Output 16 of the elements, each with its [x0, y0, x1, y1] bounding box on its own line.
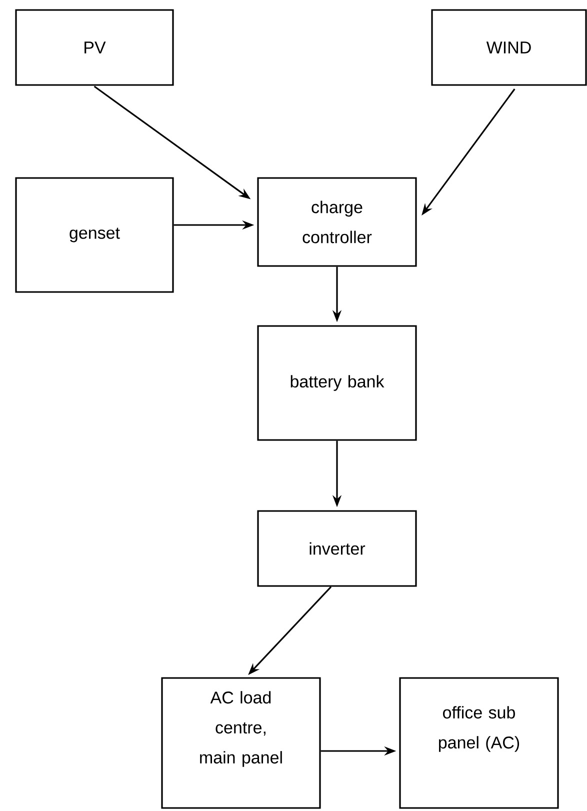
process-box [257, 510, 417, 587]
box-label: WIND [486, 42, 531, 54]
process-box [399, 677, 559, 809]
process-box [257, 177, 417, 267]
box-label: battery bank [290, 375, 384, 391]
box-label: AC load centre, main panel [200, 691, 282, 767]
process-box [15, 9, 174, 86]
process-box [257, 325, 417, 441]
box-label: office sub panel (AC) [439, 706, 520, 752]
process-box [431, 9, 587, 86]
box-label: inverter [310, 542, 366, 555]
box-label: genset [70, 228, 120, 242]
box-label: charge controller [302, 200, 372, 244]
process-box [161, 677, 321, 809]
process-box [15, 177, 174, 293]
box-label: PV [84, 42, 106, 54]
